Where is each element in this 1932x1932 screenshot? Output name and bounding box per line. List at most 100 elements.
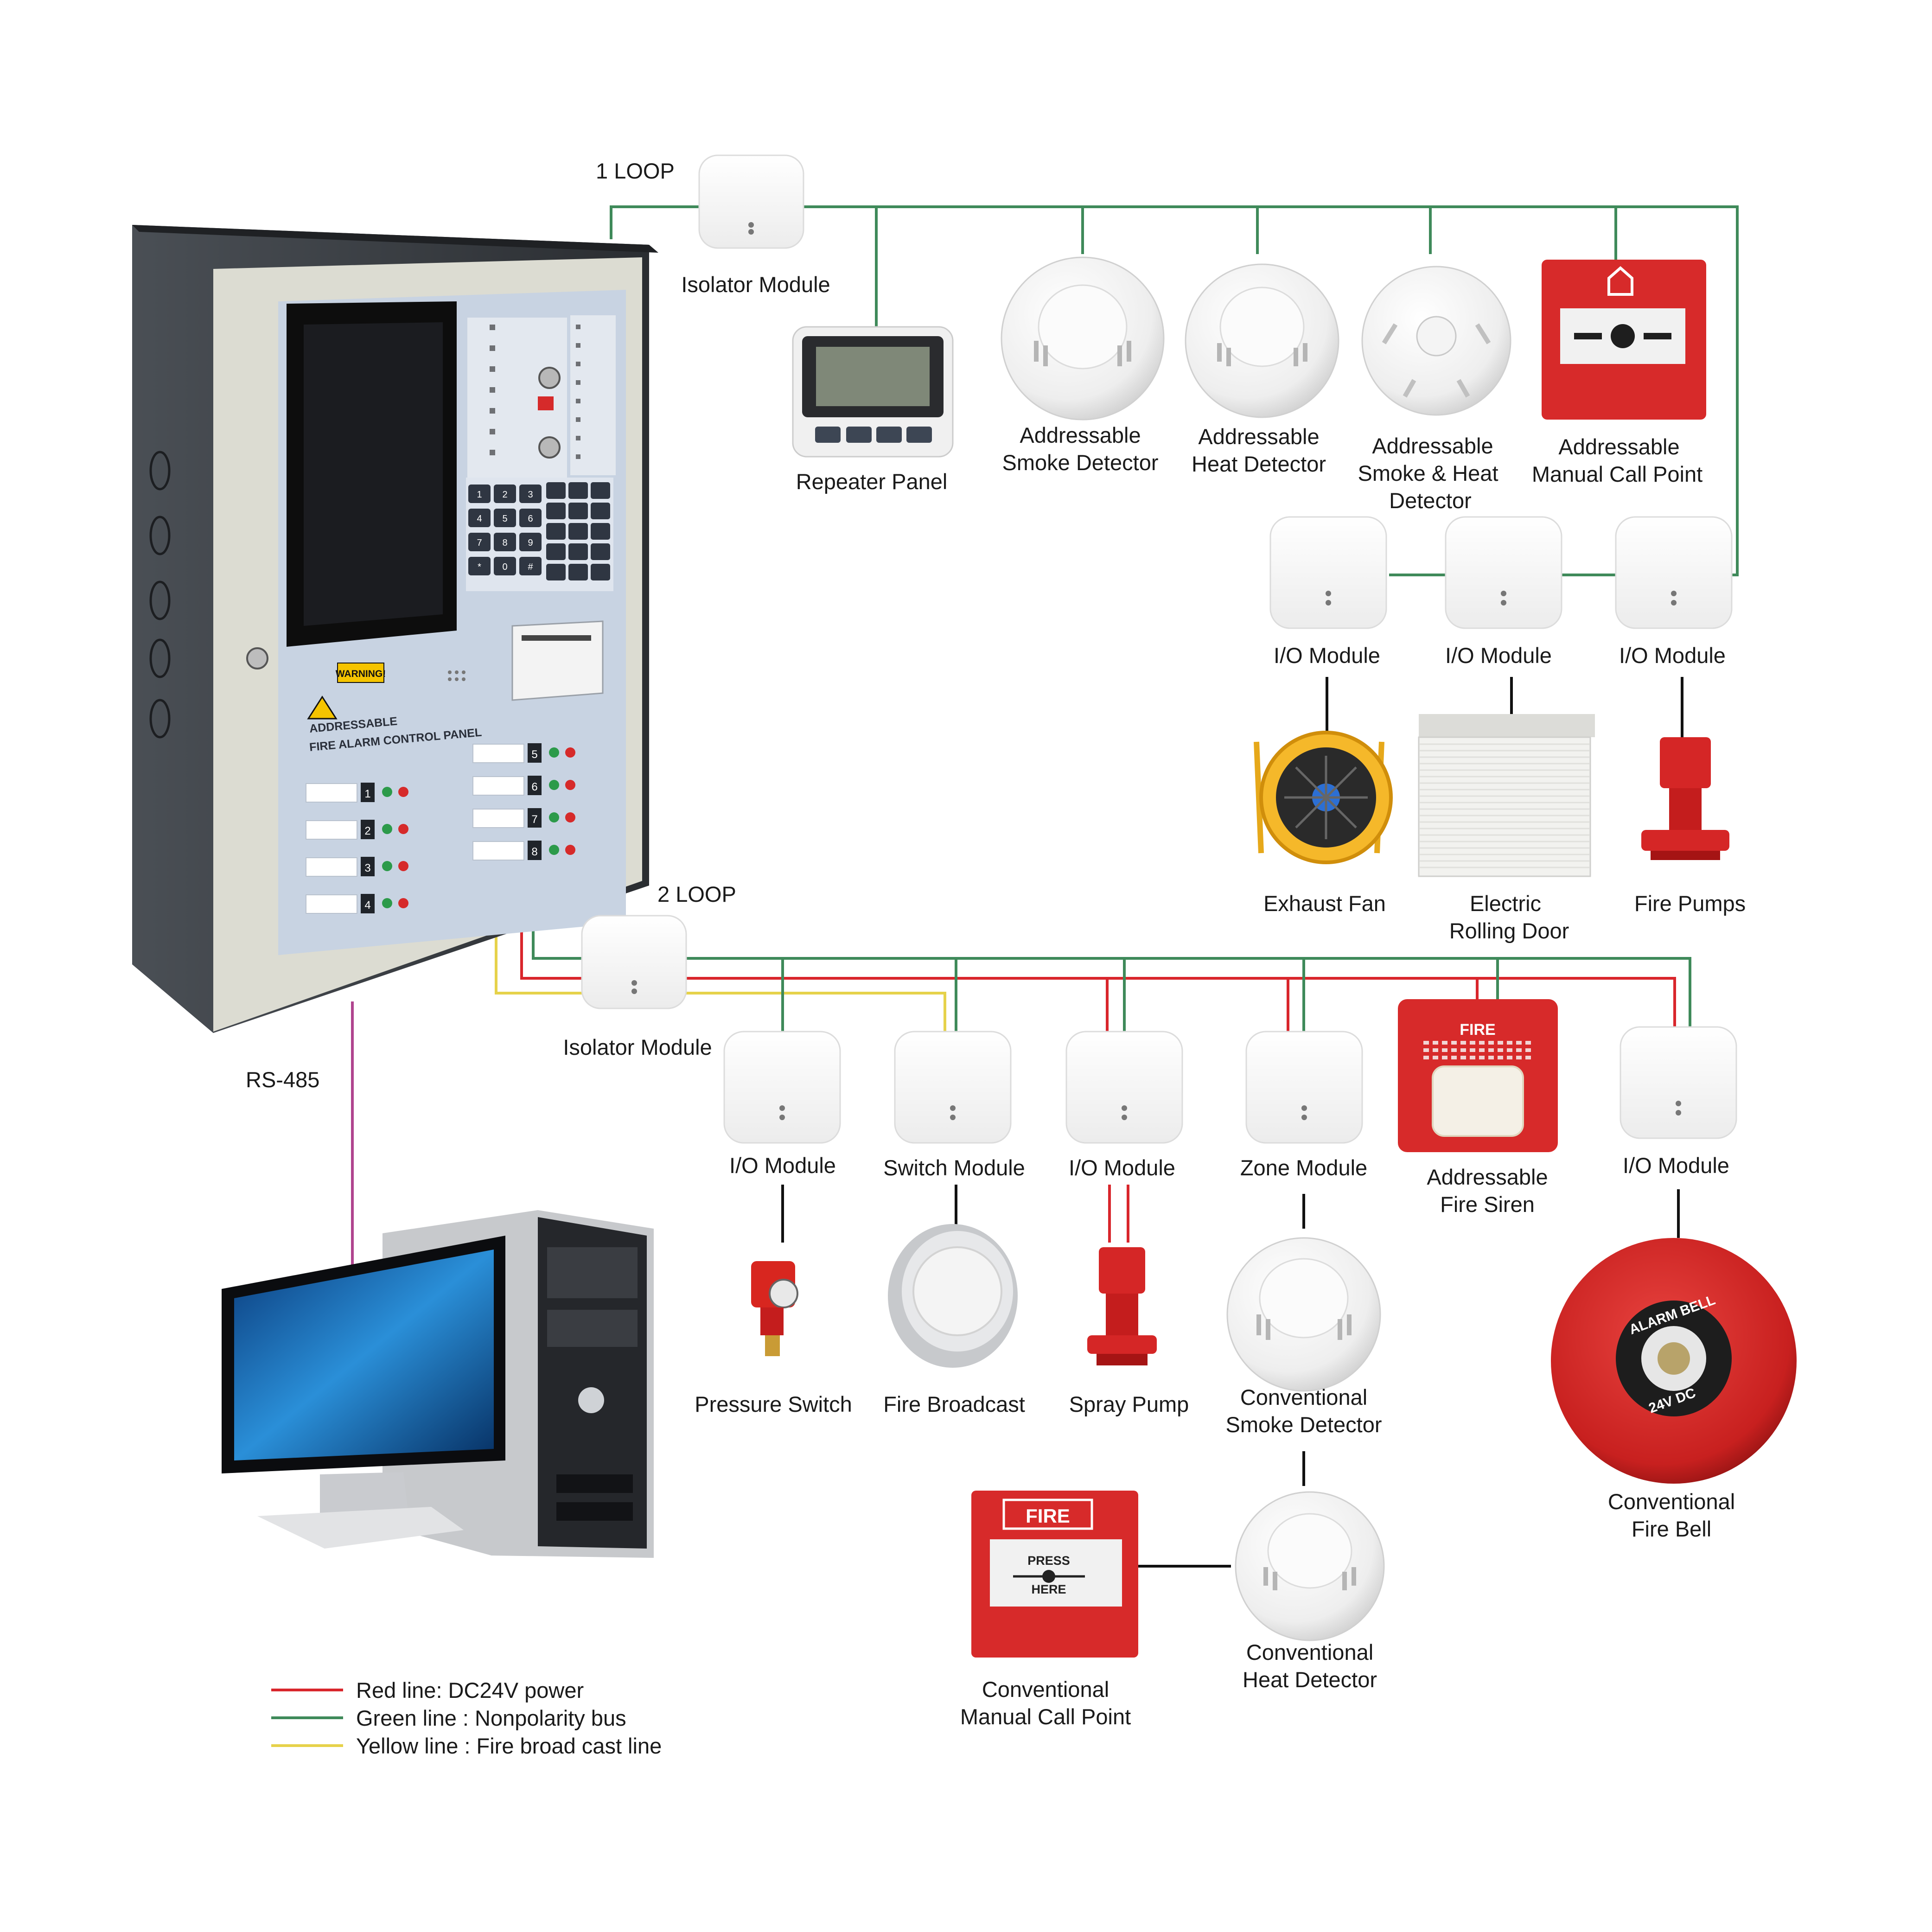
mcp-press-label: PRESS bbox=[1027, 1554, 1070, 1568]
zone-number-box bbox=[528, 776, 542, 795]
zone-ok-led bbox=[549, 812, 559, 823]
zone-number-box bbox=[361, 857, 375, 876]
computer bbox=[222, 1210, 654, 1558]
function-key bbox=[568, 543, 588, 560]
conv-heat-label-1: Conventional bbox=[1246, 1640, 1373, 1664]
mcp-fire-label: FIRE bbox=[1026, 1505, 1070, 1527]
addressable-heat-detector bbox=[1185, 263, 1339, 418]
smoke-heat-label-1: Addressable bbox=[1372, 434, 1493, 458]
zone-number-box bbox=[361, 783, 375, 802]
warning-label: WARNING! bbox=[336, 669, 386, 679]
repeater-label: Repeater Panel bbox=[796, 469, 948, 494]
function-key bbox=[591, 482, 610, 499]
zone-number: 4 bbox=[364, 899, 370, 912]
keypad-key-label: 9 bbox=[528, 538, 533, 548]
labels: 1 LOOP 2 LOOP RS-485 Isolator Module Rep… bbox=[246, 159, 1746, 1729]
zone-number: 7 bbox=[531, 813, 537, 826]
loop1-label: 1 LOOP bbox=[596, 159, 675, 183]
repeater-panel bbox=[792, 326, 954, 458]
zone-ok-led bbox=[382, 861, 392, 871]
zone-fire-led bbox=[398, 824, 408, 834]
function-key bbox=[568, 564, 588, 580]
knockout-holes bbox=[149, 451, 171, 739]
zone-ok-led bbox=[382, 824, 392, 834]
legend-text-red: Red line: DC24V power bbox=[356, 1678, 584, 1702]
zone-fire-led bbox=[565, 780, 575, 790]
isolator-module-loop2 bbox=[581, 915, 687, 1009]
zone-number: 6 bbox=[531, 781, 537, 793]
io-module bbox=[1615, 516, 1733, 629]
keypad-key bbox=[468, 509, 491, 527]
keypad-key-label: 6 bbox=[528, 514, 533, 524]
function-key bbox=[568, 503, 588, 519]
fire-pumps bbox=[1641, 737, 1729, 860]
zone-module bbox=[1245, 1031, 1363, 1144]
spray-pump bbox=[1087, 1247, 1157, 1365]
conv-smoke-label-1: Conventional bbox=[1240, 1385, 1367, 1409]
keypad-key bbox=[519, 533, 542, 551]
loop2-label: 2 LOOP bbox=[657, 882, 736, 906]
fire-broadcast-label: Fire Broadcast bbox=[883, 1392, 1025, 1416]
isolator-module-loop1 bbox=[698, 154, 804, 249]
legend: Red line: DC24V power Green line : Nonpo… bbox=[271, 1678, 662, 1758]
zone-fire-led bbox=[565, 747, 575, 758]
zone-ok-led bbox=[549, 747, 559, 758]
isolator-loop2-label: Isolator Module bbox=[563, 1035, 712, 1059]
key-switch bbox=[538, 436, 561, 459]
keypad-key bbox=[494, 509, 516, 527]
isolator-loop1-label: Isolator Module bbox=[681, 272, 830, 297]
conv-mcp-label-1: Conventional bbox=[982, 1677, 1109, 1702]
conventional-smoke-detector bbox=[1226, 1237, 1381, 1392]
key-switch bbox=[538, 367, 561, 389]
zone-number: 1 bbox=[364, 788, 370, 800]
smoke-label-1: Addressable bbox=[1020, 423, 1141, 447]
function-key bbox=[591, 503, 610, 519]
zone-ok-led bbox=[549, 780, 559, 790]
pressure-switch bbox=[751, 1261, 798, 1356]
zone-module-label: Zone Module bbox=[1240, 1155, 1367, 1180]
keypad-key-label: * bbox=[478, 562, 481, 572]
exhaust-fan bbox=[1254, 731, 1393, 864]
function-key bbox=[546, 523, 566, 540]
io-module bbox=[1445, 516, 1562, 629]
zone-number: 3 bbox=[364, 862, 370, 874]
siren-label-1: Addressable bbox=[1427, 1165, 1548, 1189]
io1-label-b: I/O Module bbox=[1445, 643, 1552, 668]
keypad-key bbox=[494, 485, 516, 503]
io2-label-a: I/O Module bbox=[729, 1153, 836, 1178]
addressable-smoke-heat-detector bbox=[1361, 266, 1511, 416]
smoke-label-2: Smoke Detector bbox=[1002, 450, 1159, 475]
smoke-heat-label-2: Smoke & Heat bbox=[1358, 461, 1498, 485]
siren-label-2: Fire Siren bbox=[1440, 1192, 1535, 1217]
exhaust-fan-label: Exhaust Fan bbox=[1263, 891, 1386, 916]
function-key bbox=[591, 543, 610, 560]
function-key bbox=[546, 503, 566, 519]
conv-mcp-label-2: Manual Call Point bbox=[960, 1704, 1131, 1729]
keypad-key-label: 1 bbox=[477, 490, 482, 500]
addressable-manual-call-point bbox=[1542, 260, 1706, 420]
zone-number-box bbox=[361, 894, 375, 913]
zone-ok-led bbox=[549, 845, 559, 855]
conv-bell-label-2: Fire Bell bbox=[1632, 1517, 1711, 1541]
zone-fire-led bbox=[398, 898, 408, 908]
keypad-key-label: 5 bbox=[502, 514, 507, 524]
conv-heat-label-2: Heat Detector bbox=[1243, 1667, 1377, 1692]
printer bbox=[511, 620, 604, 701]
zone-fire-led bbox=[565, 812, 575, 823]
zone-ok-led bbox=[382, 787, 392, 797]
loop2-wiring bbox=[351, 927, 1691, 1568]
keypad-key-label: 4 bbox=[477, 514, 482, 524]
keypad-key bbox=[494, 557, 516, 575]
function-key bbox=[546, 543, 566, 560]
fire-pumps-label: Fire Pumps bbox=[1634, 891, 1746, 916]
keypad-key-label: 7 bbox=[477, 538, 482, 548]
keypad-key-label: 2 bbox=[502, 490, 507, 500]
conv-smoke-label-2: Smoke Detector bbox=[1226, 1412, 1382, 1437]
keypad-key-label: 3 bbox=[528, 490, 533, 500]
io-module bbox=[1620, 1026, 1737, 1139]
zone-number: 8 bbox=[531, 846, 537, 858]
